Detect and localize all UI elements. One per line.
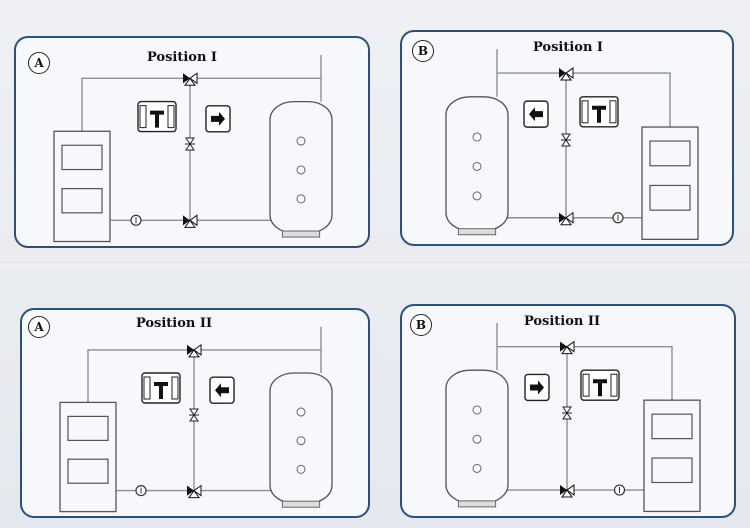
valve-actuator-icon (580, 369, 620, 401)
valve-actuator-icon (141, 372, 181, 404)
temperature-sensor-icon (472, 434, 482, 444)
boiler-unit-icon (53, 130, 111, 243)
shutoff-valve-icon (185, 137, 195, 151)
flow-direction-arrow-icon (523, 100, 549, 128)
panel-title: Position I (532, 40, 604, 55)
temperature-sensor-icon (296, 194, 306, 204)
three-way-valve-icon (560, 340, 575, 355)
hydraulic-schematic (445, 49, 699, 241)
three-way-valve-icon (183, 72, 198, 86)
diagram-panel-a-position-1: A Position I (14, 36, 370, 248)
storage-tank-icon (445, 96, 509, 236)
three-way-valve-icon (187, 343, 202, 358)
panel-title: Position II (135, 316, 213, 331)
panel-badge: B (410, 314, 432, 336)
diagram-panel-b-position-1: B Position I (400, 30, 734, 246)
hydraulic-schematic (59, 326, 333, 513)
diagram-panel-b-position-2: B Position II (400, 304, 736, 518)
circulation-pump-icon (613, 484, 626, 496)
temperature-sensor-icon (472, 161, 482, 171)
panel-badge: A (28, 52, 50, 74)
three-way-valve-icon (183, 214, 198, 228)
temperature-sensor-icon (472, 132, 482, 142)
shutoff-valve-icon (189, 408, 199, 422)
valve-actuator-icon (137, 100, 177, 133)
temperature-sensor-icon (296, 136, 306, 146)
storage-tank-icon (445, 369, 509, 508)
three-way-valve-icon (559, 211, 574, 226)
temperature-sensor-icon (296, 464, 306, 474)
three-way-valve-icon (560, 484, 575, 498)
shutoff-valve-icon (561, 133, 571, 147)
storage-tank-icon (269, 372, 333, 508)
flow-direction-arrow-icon (209, 376, 235, 404)
boiler-unit-icon (59, 401, 117, 513)
panel-title: Position II (523, 314, 601, 329)
flow-direction-arrow-icon (524, 373, 550, 402)
three-way-valve-icon (559, 67, 574, 81)
temperature-sensor-icon (472, 191, 482, 201)
temperature-sensor-icon (296, 436, 306, 446)
panel-title: Position I (146, 50, 218, 65)
valve-actuator-icon (579, 96, 619, 128)
flow-direction-arrow-icon (205, 105, 231, 133)
temperature-sensor-icon (296, 165, 306, 175)
temperature-sensor-icon (296, 407, 306, 417)
circulation-pump-icon (135, 485, 147, 497)
shutoff-valve-icon (562, 406, 572, 420)
circulation-pump-icon (130, 214, 142, 226)
boiler-unit-icon (641, 126, 699, 241)
boiler-unit-icon (643, 399, 701, 513)
panel-badge: A (28, 316, 50, 338)
diagram-panel-a-position-2: A Position II (20, 308, 370, 518)
panel-badge: B (412, 40, 434, 62)
hydraulic-schematic (53, 54, 333, 243)
temperature-sensor-icon (472, 463, 482, 473)
paper-fold (0, 262, 750, 266)
hydraulic-schematic (445, 323, 701, 513)
temperature-sensor-icon (472, 405, 482, 415)
storage-tank-icon (269, 100, 333, 238)
three-way-valve-icon (187, 484, 202, 499)
circulation-pump-icon (612, 212, 624, 224)
